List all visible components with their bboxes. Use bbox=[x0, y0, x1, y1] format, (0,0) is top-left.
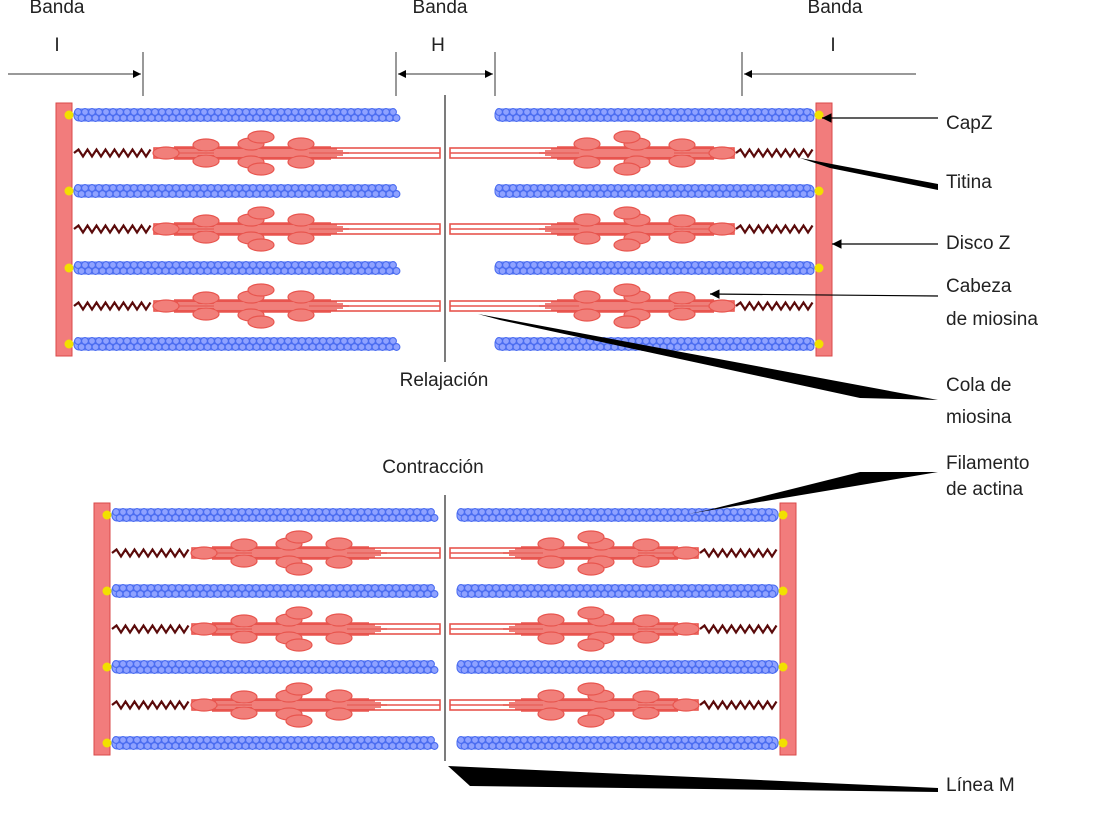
actin-filament bbox=[494, 108, 815, 122]
contracted-sarcomere bbox=[93, 495, 797, 761]
capz-cap bbox=[814, 263, 824, 273]
actin-filament bbox=[456, 584, 779, 598]
myosin-filament bbox=[449, 130, 736, 176]
myosin-filament bbox=[449, 283, 736, 329]
band-i-right-title: Banda bbox=[807, 0, 863, 18]
label-z-disc: Disco Z bbox=[946, 233, 1011, 254]
actin-filament bbox=[73, 261, 401, 275]
actin-filament bbox=[494, 261, 815, 275]
titin-spring bbox=[111, 699, 190, 711]
label-titin: Titina bbox=[946, 172, 992, 193]
actin-filament bbox=[494, 184, 815, 198]
actin-filament bbox=[111, 508, 439, 522]
actin-filament bbox=[456, 736, 779, 750]
titin-pointer bbox=[800, 158, 938, 190]
myosin-filament bbox=[449, 682, 700, 728]
capz-cap bbox=[778, 510, 788, 520]
titin-spring bbox=[699, 547, 778, 559]
actin-filament bbox=[73, 337, 401, 351]
capz-cap bbox=[814, 110, 824, 120]
z-disc-left bbox=[55, 102, 73, 357]
capz-cap bbox=[102, 662, 112, 672]
myosin-filament bbox=[449, 206, 736, 252]
myosin-filament bbox=[449, 530, 700, 576]
capz-cap bbox=[64, 186, 74, 196]
label-myosin-head-line2: de miosina bbox=[946, 309, 1038, 330]
z-disc-left bbox=[93, 502, 111, 756]
band-i-left-letter: I bbox=[54, 35, 60, 56]
myosin-filament bbox=[190, 606, 441, 652]
titin-spring bbox=[111, 623, 190, 635]
actin-filament bbox=[111, 660, 439, 674]
capz-cap bbox=[64, 263, 74, 273]
myosin-head-pointer bbox=[709, 289, 939, 299]
titin-spring bbox=[73, 300, 152, 312]
label-m-line: Línea M bbox=[946, 775, 1015, 796]
titin-spring bbox=[735, 223, 814, 235]
actin-filament bbox=[111, 584, 439, 598]
label-myosin-head-line1: Cabeza bbox=[946, 276, 1012, 297]
actin-filament bbox=[73, 184, 401, 198]
label-myosin-tail-line2: miosina bbox=[946, 407, 1012, 428]
myosin-filament bbox=[152, 206, 441, 252]
titin-spring bbox=[699, 699, 778, 711]
relaxation-title: Relajación bbox=[399, 370, 489, 391]
titin-spring bbox=[111, 547, 190, 559]
actin-filament bbox=[111, 736, 439, 750]
capz-cap bbox=[102, 738, 112, 748]
actin-pointer bbox=[688, 472, 938, 514]
capz-cap bbox=[102, 586, 112, 596]
band-i-right-letter: I bbox=[830, 35, 836, 56]
titin-spring bbox=[735, 300, 814, 312]
titin-spring bbox=[73, 147, 152, 159]
myosin-filament bbox=[152, 130, 441, 176]
label-capz: CapZ bbox=[946, 113, 993, 134]
myosin-filament bbox=[190, 682, 441, 728]
actin-filament bbox=[73, 108, 401, 122]
actin-filament bbox=[456, 660, 779, 674]
band-i-left-title: Banda bbox=[29, 0, 85, 18]
z-disc-right bbox=[779, 502, 797, 756]
z-disc-right bbox=[815, 102, 833, 357]
actin-filament bbox=[456, 508, 779, 522]
myosin-tail-pointer bbox=[478, 314, 938, 400]
capz-cap bbox=[64, 110, 74, 120]
capz-cap bbox=[778, 586, 788, 596]
myosin-filament bbox=[449, 606, 700, 652]
myosin-filament bbox=[190, 530, 441, 576]
actin-filament bbox=[494, 337, 815, 351]
capz-cap bbox=[814, 339, 824, 349]
label-actin-line2: de actina bbox=[946, 479, 1024, 500]
label-actin-line1: Filamento bbox=[946, 453, 1030, 474]
contraction-title: Contracción bbox=[382, 457, 484, 478]
capz-cap bbox=[64, 339, 74, 349]
band-h-title: Banda bbox=[412, 0, 468, 18]
label-myosin-tail-line1: Cola de bbox=[946, 375, 1012, 396]
titin-spring bbox=[699, 623, 778, 635]
capz-cap bbox=[778, 738, 788, 748]
capz-cap bbox=[814, 186, 824, 196]
capz-cap bbox=[102, 510, 112, 520]
myosin-filament bbox=[152, 283, 441, 329]
titin-spring bbox=[735, 147, 814, 159]
capz-cap bbox=[778, 662, 788, 672]
titin-spring bbox=[73, 223, 152, 235]
m-line-pointer bbox=[448, 766, 938, 792]
band-h-letter: H bbox=[431, 35, 445, 56]
